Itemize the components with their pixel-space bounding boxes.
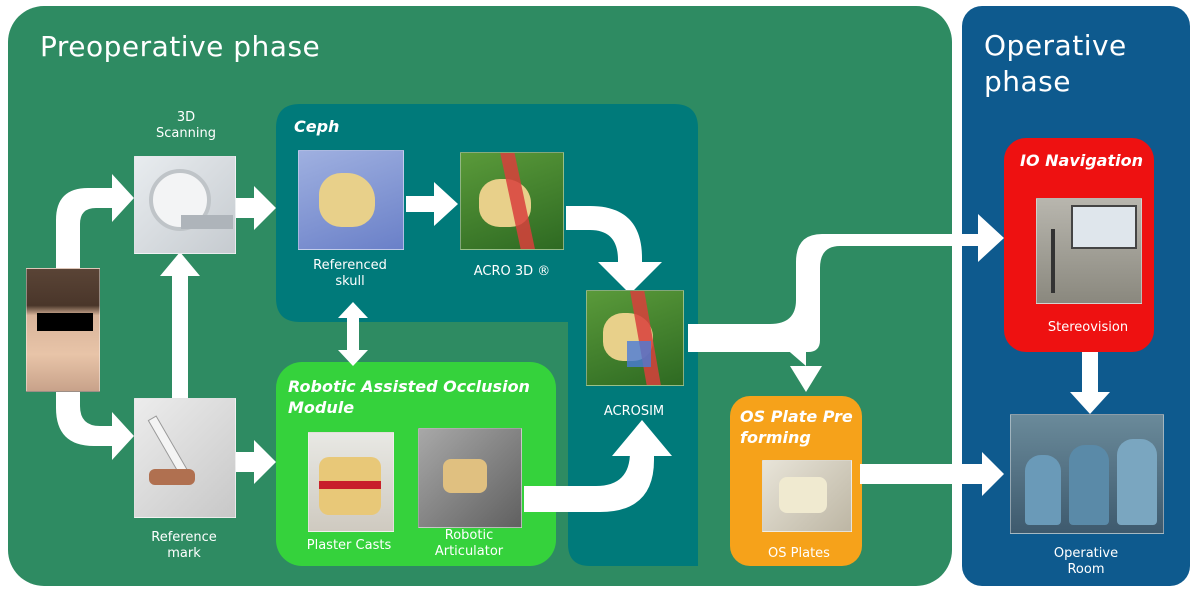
arrow-face-to-mark: [56, 392, 134, 460]
acrosim-image: [586, 290, 684, 386]
plaster-casts-label: Plaster Casts: [306, 538, 392, 553]
surgeon-1: [1025, 455, 1061, 525]
os-plates-label: OS Plates: [768, 546, 830, 561]
acro3d-label: ACRO 3D ®: [473, 264, 551, 279]
scanning-label-line1: 3D: [176, 110, 196, 125]
nav-tripod: [1051, 229, 1055, 293]
ct-scanner-photo: [134, 156, 236, 254]
os-plates-photo: [762, 460, 852, 532]
arrow-rao-to-acrosim: [524, 420, 672, 512]
surgeon-3: [1117, 439, 1157, 525]
acro3d-image: [460, 152, 564, 250]
ceph-title: Ceph: [294, 117, 340, 136]
robotic-articulator-photo: [418, 428, 522, 528]
acrosim-label: ACROSIM: [603, 404, 665, 419]
scanner-table: [181, 215, 233, 229]
arrow-mark-to-rao: [236, 440, 276, 484]
cast-wax: [319, 481, 381, 489]
arrow-io-to-room: [1070, 352, 1110, 414]
nav-monitor: [1071, 205, 1137, 249]
operative-title-line2: phase: [984, 65, 1071, 98]
acrosim-jaw: [627, 341, 651, 367]
patient-face-photo: [26, 268, 100, 392]
arrow-skull-rao-link: [338, 302, 368, 366]
operative-room-label: Operative Room: [1030, 546, 1142, 578]
eye-bar: [37, 313, 93, 331]
mark-bite: [149, 469, 195, 485]
arrow-acrosim-to-io: [688, 214, 1004, 352]
os-plate-title-line1: OS Plate Pre: [740, 407, 853, 426]
reference-mark-label-line2: mark: [167, 546, 201, 561]
stereovision-photo: [1036, 198, 1142, 304]
arrow-face-to-scanner: [56, 174, 134, 272]
io-navigation-title: IO Navigation: [1020, 151, 1143, 170]
preoperative-title: Preoperative phase: [40, 30, 321, 63]
arrow-mark-to-scanner: [160, 252, 200, 398]
reference-mark-label-line1: Reference: [151, 530, 217, 545]
operative-room-label-line2: Room: [1067, 562, 1105, 577]
rao-title-line2: Module: [288, 398, 355, 417]
articulator-cast: [443, 459, 487, 493]
scanning-label-line2: Scanning: [156, 126, 216, 141]
referenced-skull-line2: skull: [335, 274, 365, 289]
scanning-label: 3D Scanning: [146, 110, 226, 142]
articulator-label-line2: Articulator: [434, 544, 504, 559]
stereovision-label: Stereovision: [1047, 320, 1129, 335]
rao-title: Robotic Assisted Occlusion Module: [288, 376, 552, 418]
operative-title-line1: Operative: [984, 29, 1127, 62]
os-plate-title-line2: forming: [740, 428, 811, 447]
articulator-label-line1: Robotic: [444, 528, 494, 543]
arrow-scanner-to-ceph: [236, 186, 276, 230]
arrow-osplate-to-room: [860, 452, 1004, 496]
reference-mark-photo: [134, 398, 236, 518]
referenced-skull-label: Referenced skull: [298, 258, 402, 290]
plaster-casts-photo: [308, 432, 394, 532]
robotic-articulator-label: Robotic Articulator: [414, 528, 524, 560]
arrow-acrosim-to-osplate: [776, 340, 822, 392]
referenced-skull-line1: Referenced: [313, 258, 387, 273]
operative-room-label-line1: Operative: [1053, 546, 1119, 561]
operative-title: Operative phase: [984, 28, 1127, 100]
referenced-skull-image: [298, 150, 404, 250]
operative-room-photo: [1010, 414, 1164, 534]
os-plate-title: OS Plate Pre forming: [740, 406, 860, 448]
os-plate-model: [779, 477, 827, 513]
reference-mark-label: Reference mark: [134, 530, 234, 562]
arrow-acro3d-to-acrosim: [566, 206, 662, 294]
surgeon-2: [1069, 445, 1109, 525]
rao-title-line1: Robotic Assisted Occlusion: [288, 377, 530, 396]
arrow-skull-to-acro3d: [406, 182, 458, 226]
skull-shape: [319, 173, 375, 227]
